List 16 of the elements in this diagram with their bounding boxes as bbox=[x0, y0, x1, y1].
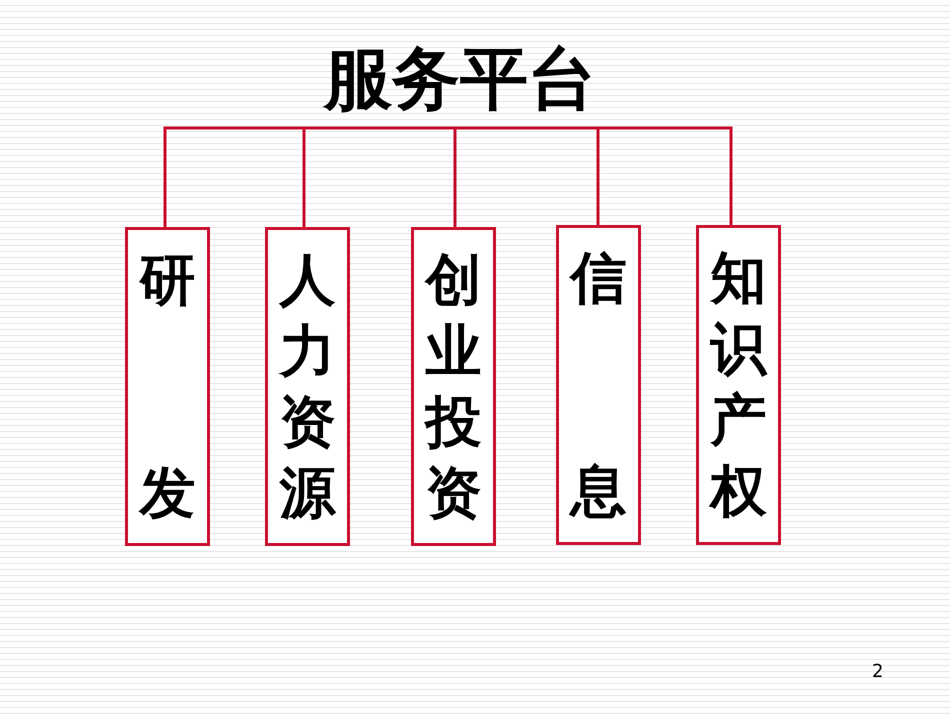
category-label: 知识产权 bbox=[710, 245, 766, 526]
category-label: 研 bbox=[140, 246, 196, 314]
category-box bbox=[265, 227, 350, 546]
category-box bbox=[696, 225, 781, 545]
connector-line bbox=[454, 126, 460, 227]
category-label: 人力资源 bbox=[280, 246, 336, 528]
category-box bbox=[411, 227, 496, 546]
category-box bbox=[556, 225, 641, 545]
category-label: 发 bbox=[140, 460, 196, 528]
category-label: 创业投资 bbox=[426, 246, 482, 528]
title: 服务平台 bbox=[310, 0, 610, 128]
category-label: 信 bbox=[570, 245, 626, 313]
connector-line bbox=[460, 126, 732, 225]
category-label: 息 bbox=[570, 458, 626, 526]
category-box bbox=[125, 227, 210, 546]
page-number: 2 bbox=[872, 661, 884, 682]
